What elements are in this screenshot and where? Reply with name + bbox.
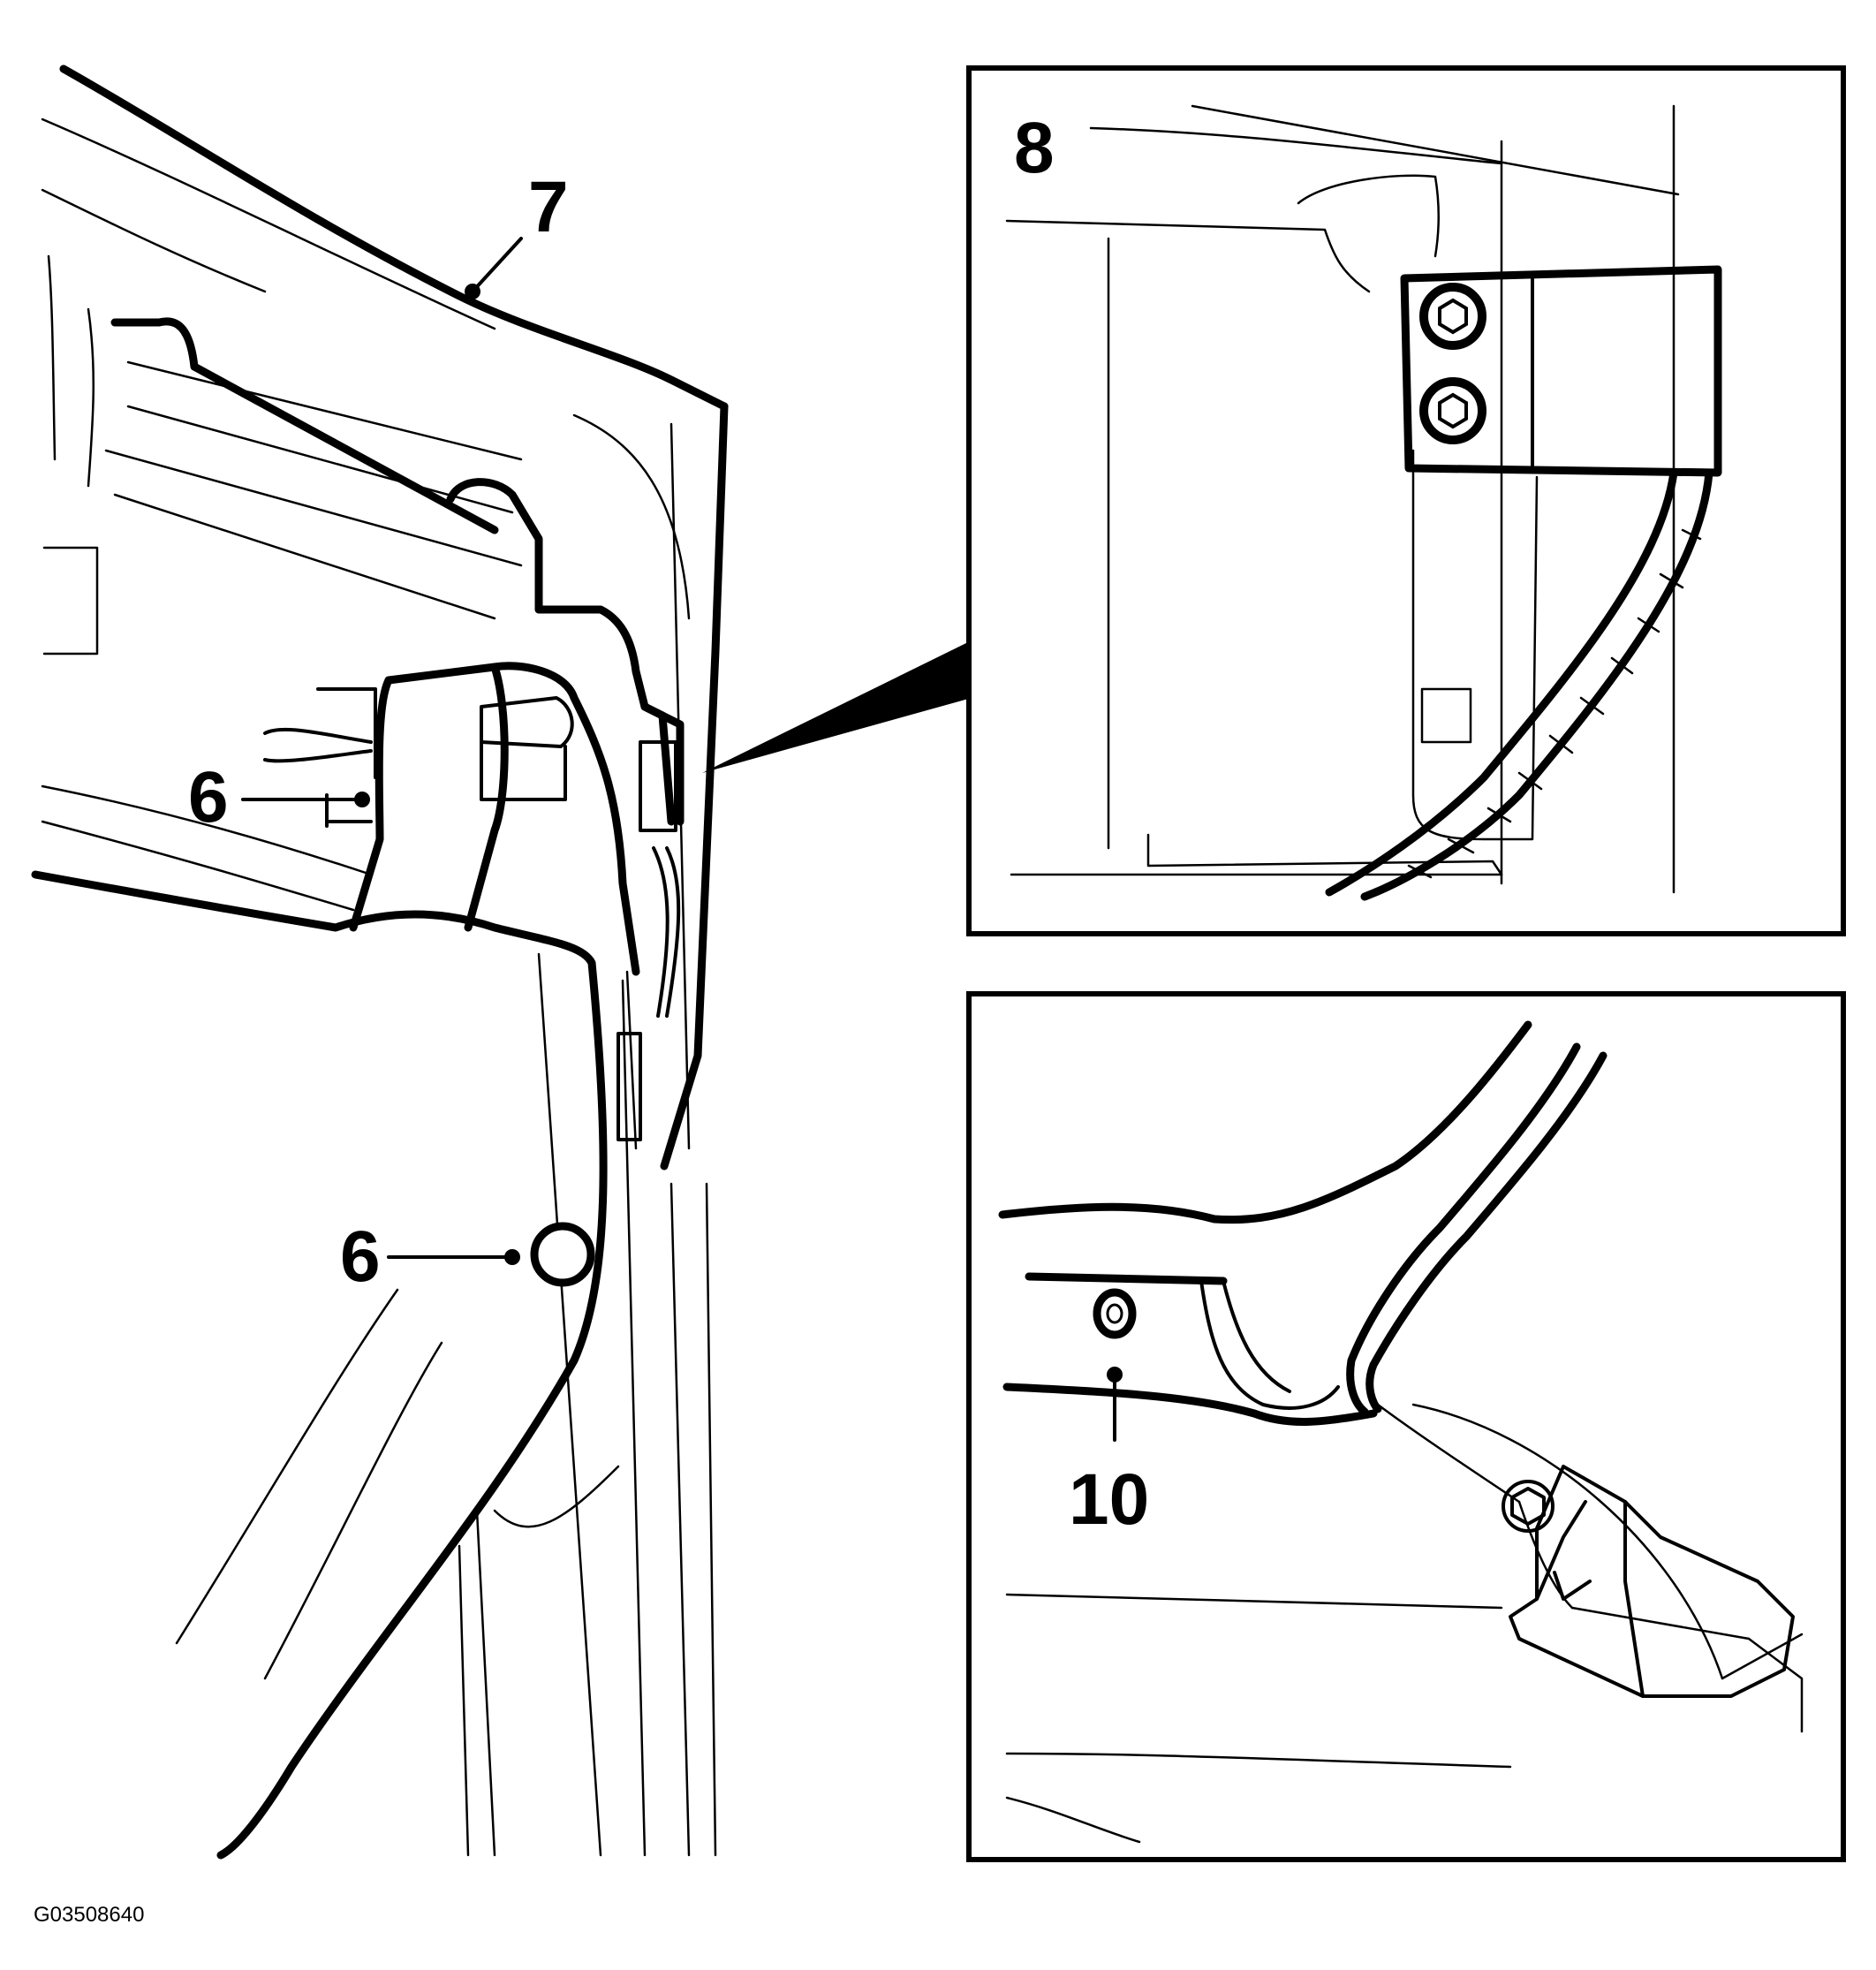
bolt-6-lower-icon [530, 1222, 595, 1287]
bumper-upper-contour [998, 1020, 1532, 1224]
callout-8: 8 [1014, 108, 1055, 188]
bumper-outline-top [59, 64, 729, 411]
callout-6-lower: 6 [340, 1216, 381, 1297]
bolt-upper-hex [1438, 298, 1468, 335]
main-background-lines [41, 117, 717, 1857]
mounting-bracket [1400, 265, 1722, 477]
callout-10: 10 [1069, 1459, 1149, 1540]
bracket-assembly [110, 317, 685, 1141]
sensor-connector [1502, 1465, 1795, 1698]
detail-8-panel [966, 65, 1846, 936]
bumper-outline-right [660, 402, 729, 1171]
figure-id: G03508640 [34, 1903, 144, 1927]
main-view [31, 64, 972, 1860]
detail-8-connector [702, 640, 972, 773]
bumper-flange-outer [1365, 1051, 1607, 1413]
bracket-bottom-edge [1002, 1383, 1378, 1426]
wiring-harness [1325, 468, 1678, 897]
detail-8-drawing [1005, 104, 1722, 901]
detail-10-panel [966, 991, 1846, 1862]
detail-10-drawing [998, 1020, 1804, 1844]
main-leaders [241, 237, 523, 1265]
callout-7: 7 [528, 167, 569, 247]
bumper-outline-lower [31, 870, 608, 1860]
bracket-top-edge [1025, 1272, 1228, 1285]
callout-6-upper: 6 [188, 757, 229, 837]
bolt-lower-hex [1438, 392, 1468, 429]
